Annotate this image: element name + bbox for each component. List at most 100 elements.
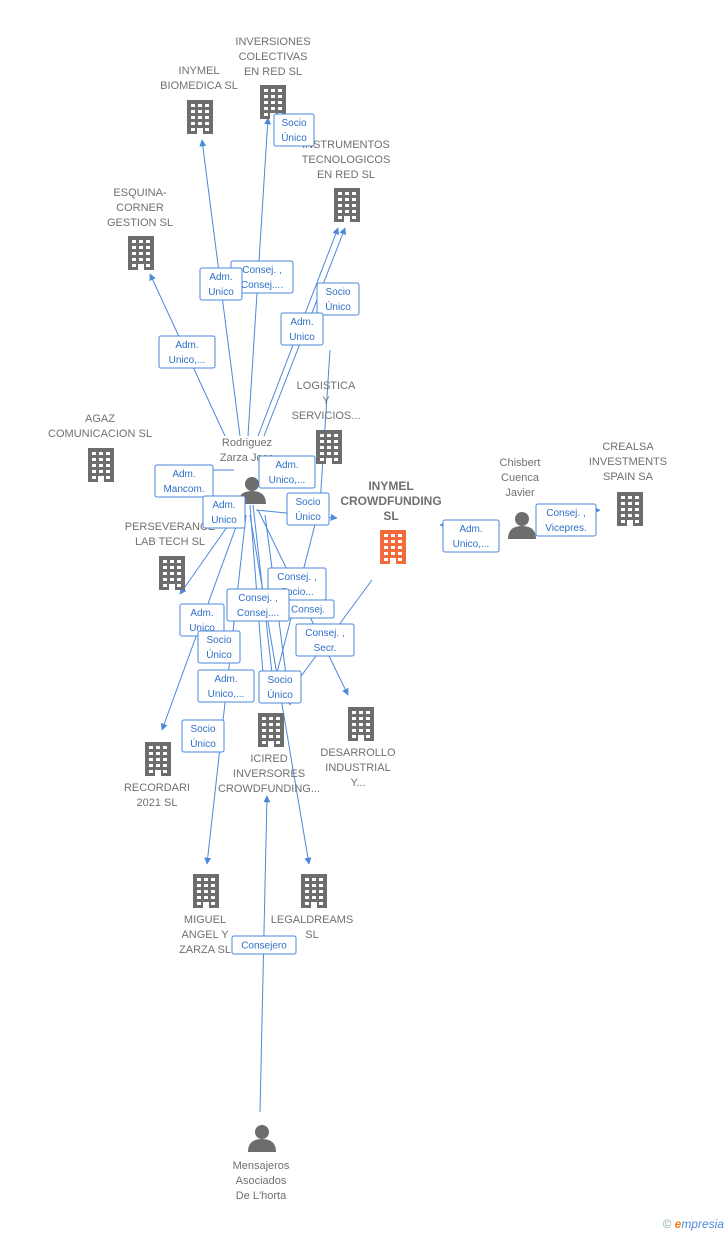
node-label: PERSEVERANCE bbox=[125, 521, 215, 533]
role-text: Vicepres. bbox=[545, 523, 587, 534]
node-label: AGAZ bbox=[85, 413, 115, 425]
role-label-r6[interactable]: Adm. Unico,... bbox=[158, 335, 216, 369]
role-label-r14[interactable]: Consej. bbox=[281, 599, 335, 619]
node-label: GESTION SL bbox=[107, 217, 173, 229]
node-label: COLECTIVAS bbox=[239, 51, 308, 63]
node-label: INSTRUMENTOS bbox=[302, 139, 390, 151]
node-label: LEGALDREAMS bbox=[271, 914, 354, 926]
building-icon bbox=[258, 713, 284, 747]
person-icon bbox=[508, 512, 536, 539]
building-icon bbox=[159, 556, 185, 590]
node-agaz[interactable]: AGAZ COMUNICACION SL bbox=[48, 413, 152, 482]
node-label: Y... bbox=[350, 777, 365, 789]
node-label: INVERSORES bbox=[233, 768, 305, 780]
role-text: Socio bbox=[325, 287, 350, 298]
role-label-r18[interactable]: Consej. , Secr. bbox=[295, 623, 355, 657]
node-logistica[interactable]: LOGISTICAYSERVICIOS... bbox=[292, 380, 361, 464]
building-icon bbox=[193, 874, 219, 908]
node-label: Rodriguez bbox=[222, 437, 272, 449]
node-label: Cuenca bbox=[501, 472, 540, 484]
node-label: TECNOLOGICOS bbox=[302, 154, 391, 166]
role-text: Secr. bbox=[314, 643, 337, 654]
role-label-r22[interactable]: Consejero bbox=[231, 935, 297, 955]
role-text: Adm. bbox=[214, 674, 237, 685]
node-label: Javier bbox=[505, 487, 535, 499]
role-text: Socio bbox=[267, 675, 292, 686]
building-icon bbox=[145, 742, 171, 776]
copyright-icon: © bbox=[662, 1217, 672, 1231]
node-instrumentos[interactable]: INSTRUMENTOS TECNOLOGICOS EN RED SL bbox=[302, 139, 391, 222]
role-text: Unico bbox=[189, 623, 215, 634]
building-icon bbox=[260, 85, 286, 119]
node-label: CORNER bbox=[116, 202, 164, 214]
node-label: SL bbox=[305, 929, 318, 941]
person-icon bbox=[248, 1125, 276, 1152]
node-label: EN RED SL bbox=[317, 169, 375, 181]
role-text: Unico,... bbox=[169, 355, 206, 366]
role-label-r19[interactable]: Adm.Unico,... bbox=[197, 669, 255, 703]
role-label-r3[interactable]: Adm.Unico bbox=[199, 267, 243, 301]
role-label-r5[interactable]: Adm. Unico bbox=[280, 312, 324, 346]
role-text: Adm. bbox=[190, 608, 213, 619]
role-label-r11[interactable]: Adm. Unico,... bbox=[442, 519, 500, 553]
empresia-logo-initial: e bbox=[674, 1217, 682, 1231]
role-text: Unico bbox=[289, 332, 315, 343]
role-text: Adm. bbox=[175, 340, 198, 351]
role-text: Consej.... bbox=[237, 608, 279, 619]
node-label: DESARROLLO bbox=[320, 747, 396, 759]
node-desarrollo[interactable]: DESARROLLOINDUSTRIALY... bbox=[320, 707, 396, 789]
node-label: SPAIN SA bbox=[603, 471, 654, 483]
role-label-r7[interactable]: Adm.Unico,... bbox=[258, 455, 316, 489]
node-label: CROWDFUNDING... bbox=[218, 783, 320, 795]
role-text: Socio... bbox=[280, 587, 313, 598]
role-text: Único bbox=[267, 688, 293, 701]
role-text: Consej. bbox=[291, 605, 325, 616]
node-label: Chisbert bbox=[500, 457, 541, 469]
role-label-r8[interactable]: Adm.Mancom. bbox=[154, 464, 214, 498]
building-icon bbox=[348, 707, 374, 741]
node-label: COMUNICACION SL bbox=[48, 428, 152, 440]
relation-edge bbox=[316, 349, 331, 506]
role-label-r9[interactable]: Adm.Unico bbox=[202, 495, 246, 529]
role-text: Adm. bbox=[459, 524, 482, 535]
role-text: Unico,... bbox=[453, 539, 490, 550]
role-text: Adm. bbox=[290, 317, 313, 328]
role-label-r2[interactable]: Consej. ,Consej.... bbox=[230, 260, 294, 294]
role-text: Consej. , bbox=[242, 265, 281, 276]
role-text: Unico bbox=[208, 287, 234, 298]
building-icon bbox=[128, 236, 154, 270]
node-label: BIOMEDICA SL bbox=[160, 80, 238, 92]
role-text: Adm. bbox=[212, 500, 235, 511]
role-text: Socio bbox=[190, 724, 215, 735]
node-label: ZARZA SL bbox=[179, 944, 231, 956]
building-icon bbox=[617, 492, 643, 526]
role-label-r12[interactable]: Consej. ,Vicepres. bbox=[535, 503, 597, 537]
node-legaldreams[interactable]: LEGALDREAMS SL bbox=[271, 874, 354, 941]
role-text: Único bbox=[325, 300, 351, 313]
role-text: Consej. , bbox=[305, 628, 344, 639]
node-label: EN RED SL bbox=[244, 66, 302, 78]
building-icon bbox=[316, 430, 342, 464]
node-icired[interactable]: ICIREDINVERSORESCROWDFUNDING... bbox=[218, 713, 320, 795]
role-label-r15[interactable]: Consej. ,Consej.... bbox=[226, 588, 290, 622]
role-text: Socio bbox=[295, 497, 320, 508]
building-icon bbox=[187, 100, 213, 134]
